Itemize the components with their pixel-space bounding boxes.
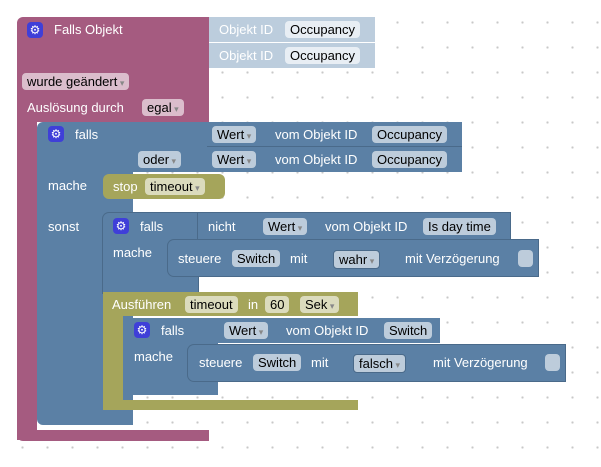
source-label: Auslösung durch: [27, 100, 124, 115]
gear-icon[interactable]: ⚙: [113, 218, 129, 234]
value-dropdown[interactable]: wahr: [333, 250, 381, 269]
object-field[interactable]: Occupancy: [372, 126, 448, 143]
stop-label: stop: [113, 179, 138, 194]
not-label: nicht: [208, 219, 236, 234]
value-dropdown[interactable]: Wert: [212, 151, 257, 168]
gear-icon[interactable]: ⚙: [134, 322, 150, 338]
object-id-label: Objekt ID: [219, 22, 274, 37]
falls-label: falls: [140, 219, 164, 234]
object-id-field[interactable]: Occupancy: [285, 47, 361, 64]
execute-label: Ausführen: [112, 297, 172, 312]
delay-value-field[interactable]: 60: [265, 296, 290, 313]
object-field[interactable]: Occupancy: [372, 151, 448, 168]
control-label: steuere: [199, 355, 243, 370]
object-id-field[interactable]: Occupancy: [285, 21, 361, 38]
sonst-label: sonst: [48, 219, 80, 234]
mache-label: mache: [134, 349, 174, 364]
delay-label: mit Verzögerung: [405, 251, 500, 266]
in-label: in: [248, 297, 259, 312]
trigger-block-bottom: [17, 430, 209, 441]
object-field[interactable]: Is day time: [423, 218, 496, 235]
gear-icon[interactable]: ⚙: [48, 126, 64, 142]
timeout-block-bottom: [103, 400, 358, 410]
trigger-block-body: [17, 120, 37, 440]
trigger-mode-dropdown[interactable]: wurde geändert: [22, 73, 130, 90]
timeout-var-field[interactable]: timeout: [185, 296, 238, 313]
target-field[interactable]: Switch: [253, 354, 302, 371]
delay-checkbox[interactable]: [518, 250, 533, 267]
delay-label: mit Verzögerung: [433, 355, 528, 370]
object-id-label: Objekt ID: [219, 48, 274, 63]
or-dropdown[interactable]: oder: [138, 151, 182, 168]
value-dropdown[interactable]: Wert: [224, 322, 269, 339]
value-dropdown[interactable]: Wert: [212, 126, 257, 143]
mit-label: mit: [311, 355, 329, 370]
falls-label: falls: [161, 323, 185, 338]
object-label: vom Objekt ID: [286, 323, 369, 338]
gear-icon[interactable]: ⚙: [27, 22, 43, 38]
control-label: steuere: [178, 251, 222, 266]
trigger-title: Falls Objekt: [54, 22, 123, 37]
mache-label: mache: [48, 178, 88, 193]
timeout-block-body: [103, 315, 123, 410]
delay-checkbox[interactable]: [545, 354, 560, 371]
object-label: vom Objekt ID: [275, 127, 358, 142]
timeout-dropdown[interactable]: timeout: [145, 178, 205, 195]
value-dropdown[interactable]: Wert: [263, 218, 308, 235]
target-field[interactable]: Switch: [232, 250, 281, 267]
object-label: vom Objekt ID: [325, 219, 408, 234]
divider: [207, 146, 462, 147]
mit-label: mit: [290, 251, 308, 266]
unit-dropdown[interactable]: Sek: [300, 296, 340, 313]
object-label: vom Objekt ID: [275, 152, 358, 167]
value-dropdown[interactable]: falsch: [353, 354, 406, 373]
object-field[interactable]: Switch: [384, 322, 433, 339]
source-dropdown[interactable]: egal: [142, 99, 184, 116]
mache-label: mache: [113, 245, 153, 260]
falls-label: falls: [75, 127, 99, 142]
